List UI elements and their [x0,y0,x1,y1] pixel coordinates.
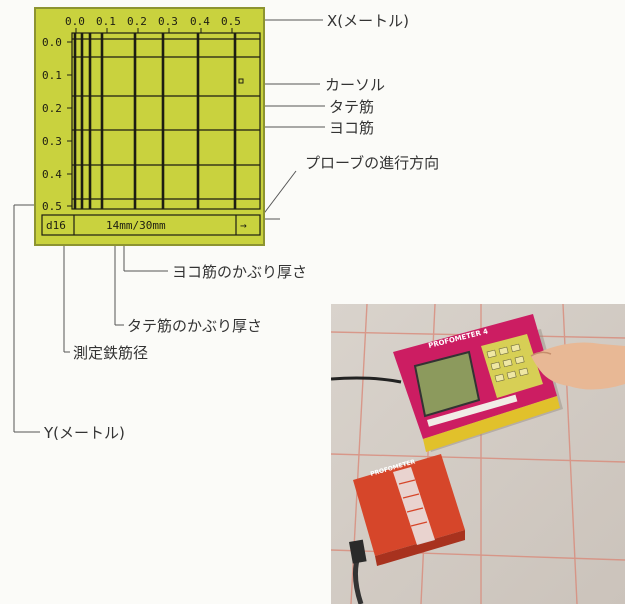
vertical-cover-label: タテ筋のかぶり厚さ [127,317,263,335]
x-tick-label: 0.5 [221,15,241,28]
probe-direction-label: プローブの進行方向 [305,154,440,172]
y-tick-label: 0.5 [42,200,62,213]
status-bar [41,214,261,236]
x-tick-label: 0.2 [127,15,147,28]
bar-diameter-readout: d16 [46,219,66,232]
horizontal-cover-label: ヨコ筋のかぶり厚さ [172,263,308,281]
y-tick-label: 0.3 [42,135,62,148]
y-tick-label: 0.1 [42,69,62,82]
x-tick-label: 0.1 [96,15,116,28]
lcd-display: 0.0 0.1 0.2 0.3 0.4 0.5 0.0 0.1 0.2 0.3 … [34,7,265,246]
x-tick-label: 0.0 [65,15,85,28]
vertical-bar-label: タテ筋 [329,98,375,116]
y-axis-label: Y(メートル) [44,424,125,442]
lcd-grid: 0.0 0.1 0.2 0.3 0.4 0.5 0.0 0.1 0.2 0.3 … [41,15,261,236]
cursor-label: カーソル [325,76,386,94]
cursor-marker [238,78,244,84]
cover-depth-readout: 14mm/30mm [106,219,166,232]
x-tick-label: 0.3 [158,15,178,28]
x-axis-label: X(メートル) [327,12,409,30]
y-tick-label: 0.2 [42,102,62,115]
horizontal-bar-label: ヨコ筋 [329,119,375,137]
bar-diameter-label: 測定鉄筋径 [73,344,149,362]
y-tick-label: 0.0 [42,36,62,49]
y-tick-label: 0.4 [42,168,62,181]
x-tick-label: 0.4 [190,15,210,28]
direction-arrow-readout: → [240,219,247,232]
device-photo: PROFOMETER 4 PROFOMETER [331,304,625,604]
